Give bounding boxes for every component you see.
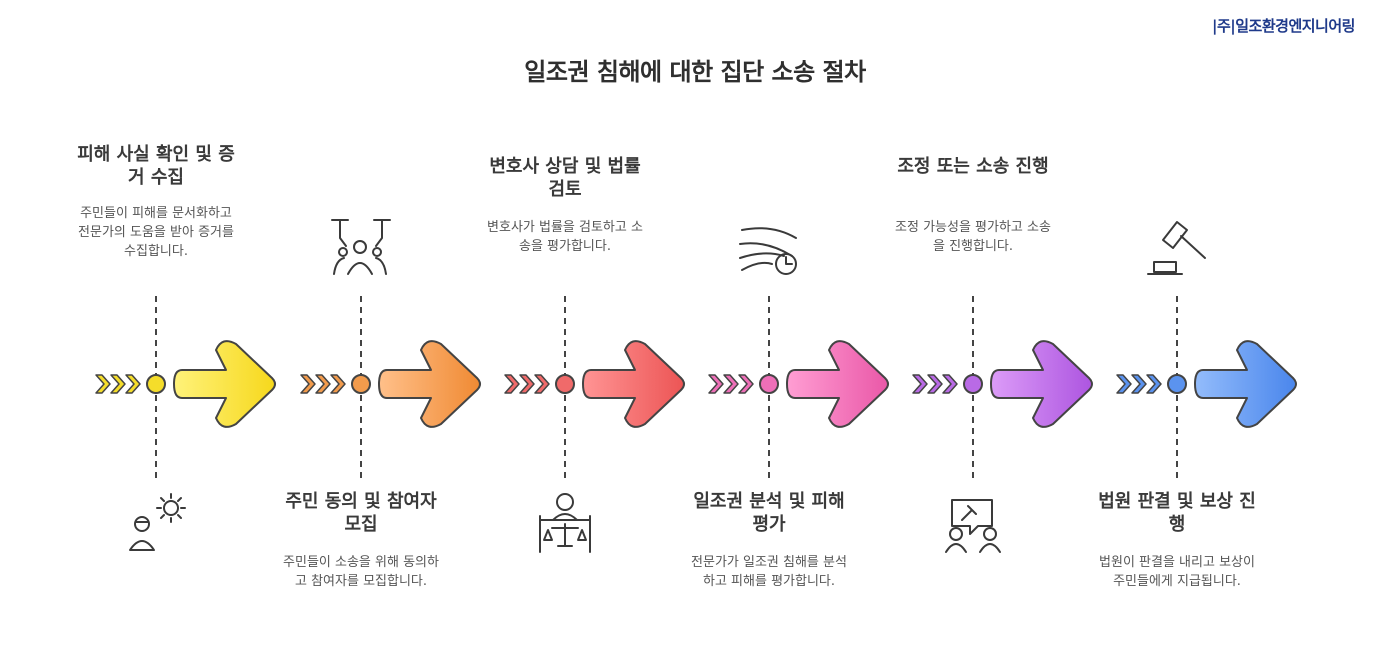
sunlight-time-analysis-icon <box>739 227 797 275</box>
stage-4 <box>708 296 889 482</box>
diagram-title: 일조권 침해에 대한 집단 소송 절차 <box>524 58 866 86</box>
stage-marker <box>351 374 371 394</box>
group-raising-hands-icon <box>331 219 391 275</box>
stage-arrow <box>786 340 889 428</box>
stage-arrow <box>1194 340 1297 428</box>
brand-logo: |주|일조환경엔지니어링 <box>1212 17 1355 35</box>
chevron-icon <box>912 374 928 394</box>
mediation-people-icon <box>945 499 1001 553</box>
chevron-icon <box>95 374 111 394</box>
stage-1 <box>95 296 276 482</box>
chevron-icon <box>300 374 316 394</box>
stage-marker <box>963 374 983 394</box>
chevron-icon <box>315 374 331 394</box>
stage-title: 일조권 분석 및 피해 평가 <box>693 491 845 535</box>
stage-6 <box>1116 296 1297 482</box>
stage-arrow <box>378 340 481 428</box>
stage-description: 주민들이 피해를 문서화하고 전문가의 도움을 받아 증거를 수집합니다. <box>78 206 234 259</box>
chevron-icon <box>738 374 754 394</box>
stage-2 <box>300 296 481 482</box>
stage-5 <box>912 296 1093 482</box>
stage-description: 주민들이 소송을 위해 동의하고 참여자를 모집합니다. <box>283 555 439 589</box>
chevron-icon <box>708 374 724 394</box>
chevron-icon <box>1146 374 1162 394</box>
chevron-icon <box>110 374 126 394</box>
stage-marker <box>759 374 779 394</box>
stage-marker <box>146 374 166 394</box>
chevron-icon <box>534 374 550 394</box>
stage-arrow <box>173 340 276 428</box>
stage-title: 피해 사실 확인 및 증거 수집 <box>77 144 235 188</box>
chevron-icon <box>330 374 346 394</box>
chevron-icon <box>1116 374 1132 394</box>
lawyer-scales-icon <box>539 493 591 553</box>
stage-title: 변호사 상담 및 법률 검토 <box>489 156 641 200</box>
stage-arrow <box>582 340 685 428</box>
stage-marker <box>1167 374 1187 394</box>
chevron-icon <box>125 374 141 394</box>
stage-description: 법원이 판결을 내리고 보상이 주민들에게 지급됩니다. <box>1099 555 1255 589</box>
chevron-icon <box>504 374 520 394</box>
gavel-icon <box>1147 221 1206 275</box>
chevron-icon <box>519 374 535 394</box>
stage-title: 법원 판결 및 보상 진행 <box>1098 491 1256 535</box>
chevron-icon <box>927 374 943 394</box>
stage-description: 변호사가 법률을 검토하고 소송을 평가합니다. <box>487 220 643 254</box>
chevron-icon <box>942 374 958 394</box>
chevron-icon <box>1131 374 1147 394</box>
stage-title: 주민 동의 및 참여자 모집 <box>285 491 437 535</box>
stage-3 <box>504 296 685 482</box>
person-sun-icon <box>129 493 186 551</box>
stage-marker <box>555 374 575 394</box>
chevron-icon <box>723 374 739 394</box>
stage-description: 전문가가 일조권 침해를 분석하고 피해를 평가합니다. <box>691 555 847 589</box>
stage-arrow <box>990 340 1093 428</box>
stage-title: 조정 또는 소송 진행 <box>897 156 1049 177</box>
stage-description: 조정 가능성을 평가하고 소송을 진행합니다. <box>895 220 1051 254</box>
